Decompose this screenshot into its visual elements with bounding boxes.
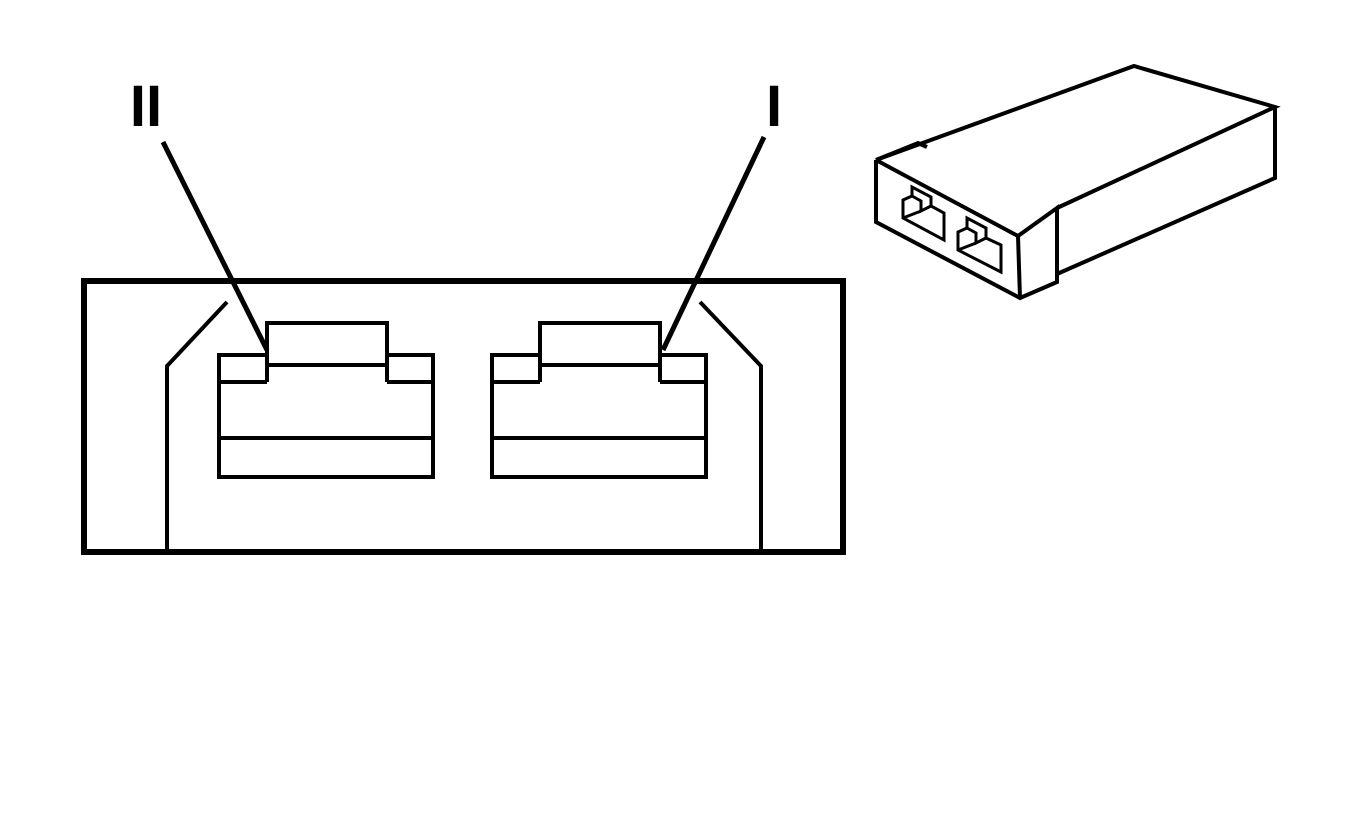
iso-cavity-left (901, 184, 946, 243)
terminal-cavity-1 (490, 321, 708, 479)
iso-cavity-right (956, 215, 1003, 275)
leader-line-2 (160, 140, 270, 352)
connector-isometric-view (874, 63, 1281, 301)
callout-label-2: II (130, 74, 162, 139)
leader-line-1 (660, 135, 767, 352)
terminal-cavity-2 (217, 321, 435, 479)
connector-face-view: II I (81, 74, 846, 555)
connector-shroud-outline (165, 300, 763, 552)
callout-label-1: I (766, 74, 782, 139)
connector-housing-outline (81, 278, 846, 555)
